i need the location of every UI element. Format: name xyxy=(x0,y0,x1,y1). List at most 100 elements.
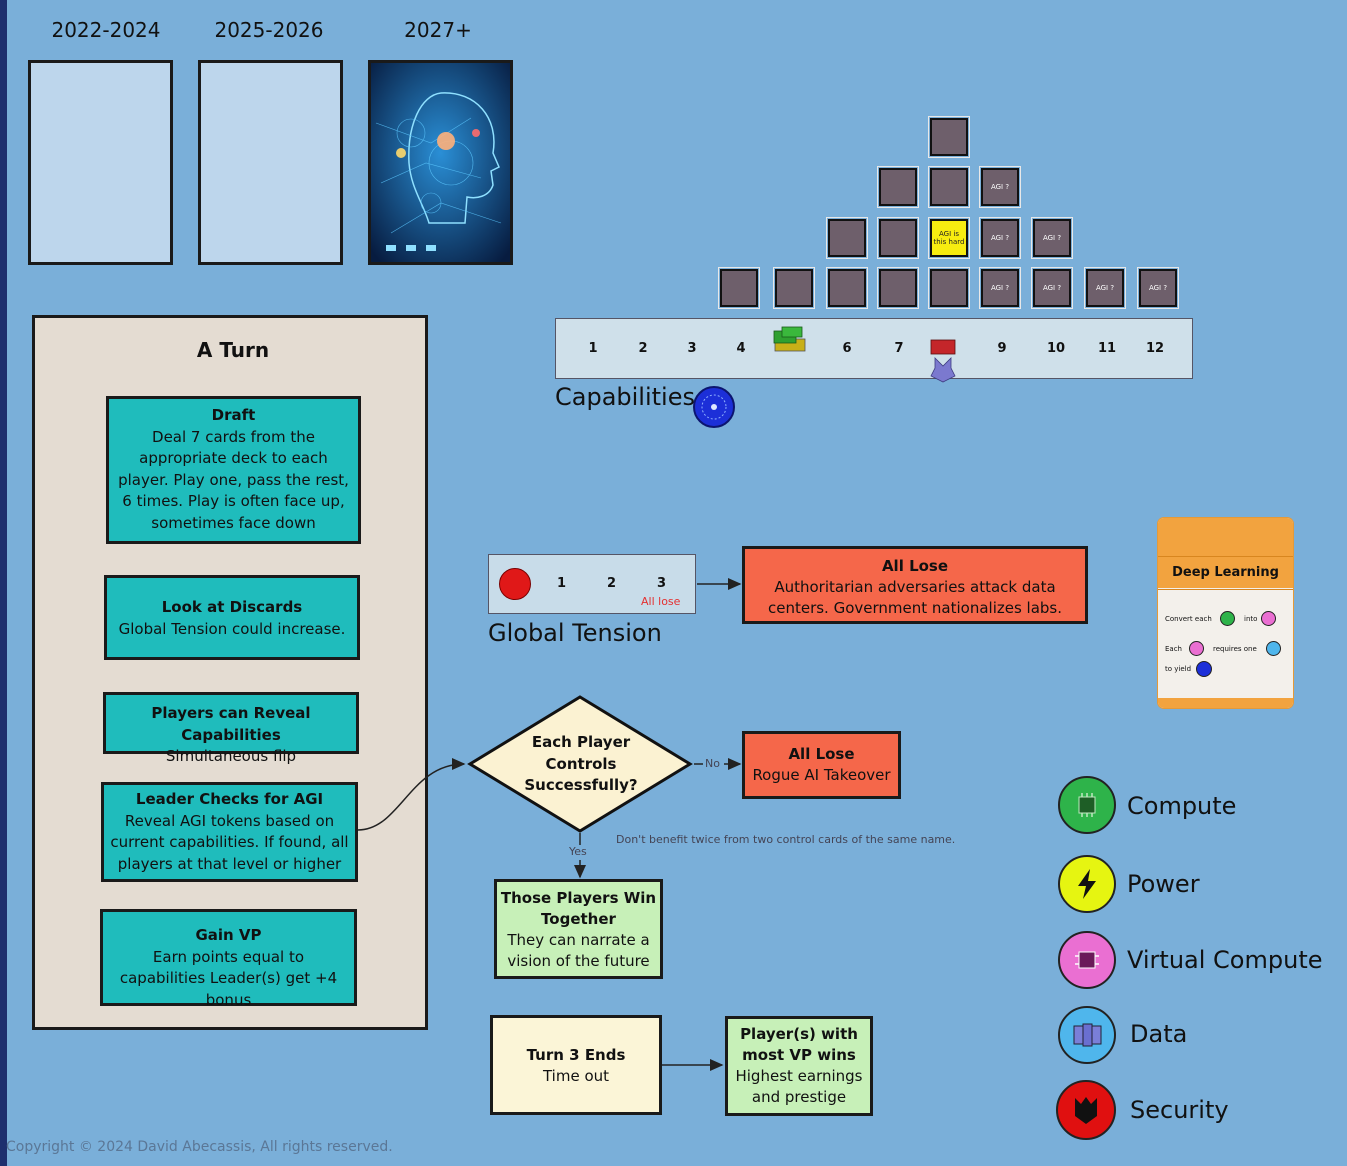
card-line1a: Convert each xyxy=(1165,615,1212,623)
card-compute-icon xyxy=(1220,611,1235,626)
chip-icon xyxy=(1058,776,1116,834)
card-title: Deep Learning xyxy=(1172,565,1279,580)
resource-virtual-compute-label: Virtual Compute xyxy=(1127,946,1323,974)
track-number: 1 xyxy=(588,341,598,356)
step-agi-check: Leader Checks for AGI Reveal AGI tokens … xyxy=(101,782,358,882)
yes-label: Yes xyxy=(569,845,587,858)
deep-learning-card[interactable]: Deep Learning Convert each into Each req… xyxy=(1158,518,1293,708)
control-note: Don't benefit twice from two control car… xyxy=(616,833,956,846)
win-together-box: Those Players Win Together They can narr… xyxy=(494,879,663,979)
tension-all-lose-box: All Lose Authoritarian adversaries attac… xyxy=(742,546,1088,624)
card-footer-band xyxy=(1158,698,1293,708)
player-markers-stack[interactable] xyxy=(772,325,808,357)
most-vp-title: Player(s) with most VP wins xyxy=(740,1025,858,1064)
shield-icon xyxy=(1056,1080,1116,1140)
tension-track: 1 2 3 All lose xyxy=(488,554,696,614)
deck-2022-2024[interactable] xyxy=(28,60,173,265)
turn-title: A Turn xyxy=(196,338,270,362)
virtual-chip-icon xyxy=(1058,931,1116,989)
pyramid-tile-agi[interactable]: AGI ? xyxy=(979,217,1021,259)
card-data-icon xyxy=(1266,641,1281,656)
rogue-lose-text: Rogue AI Takeover xyxy=(752,766,891,784)
player-marker-red[interactable] xyxy=(925,336,961,384)
step-reveal-text: Simultaneous flip xyxy=(165,747,297,765)
turn-3-text: Time out xyxy=(542,1067,610,1085)
server-icon xyxy=(1058,1006,1116,1064)
step-vp-title: Gain VP xyxy=(195,926,262,944)
lightning-icon xyxy=(1058,855,1116,913)
most-vp-text: Highest earnings and prestige xyxy=(735,1067,863,1106)
pyramid-tile-agi[interactable]: AGI ? xyxy=(979,166,1021,208)
step-draft: Draft Deal 7 cards from the appropriate … xyxy=(106,396,361,544)
track-number: 11 xyxy=(1097,341,1117,356)
most-vp-wins-box: Player(s) with most VP wins Highest earn… xyxy=(725,1016,873,1116)
pyramid-tile-agi[interactable]: AGI ? xyxy=(1084,267,1126,309)
step-reveal: Players can Reveal Capabilities Simultan… xyxy=(103,692,359,765)
pyramid-tile-agi[interactable]: AGI ? xyxy=(1137,267,1179,309)
card-line1b: into xyxy=(1244,615,1258,623)
decision-diamond xyxy=(467,695,693,833)
card-line2b: requires one xyxy=(1213,645,1257,653)
tension-lose-text: Authoritarian adversaries attack data ce… xyxy=(767,578,1063,617)
track-number: 7 xyxy=(894,341,904,356)
deck-2027-plus[interactable] xyxy=(368,60,513,265)
track-number: 6 xyxy=(842,341,852,356)
era-label-2022: 2022-2024 xyxy=(51,18,161,42)
era-label-2025: 2025-2026 xyxy=(214,18,324,42)
resource-data-label: Data xyxy=(1130,1020,1188,1048)
step-agi-title: Leader Checks for AGI xyxy=(135,790,324,808)
turn-3-ends-box: Turn 3 Ends Time out xyxy=(490,1015,662,1115)
pyramid-tile[interactable] xyxy=(928,267,970,309)
step-draft-title: Draft xyxy=(211,406,256,424)
step-vp-text: Earn points equal to capabilities Leader… xyxy=(119,947,338,1009)
win-together-text: They can narrate a vision of the future xyxy=(507,931,650,970)
decision-question: Each Player Controls Successfully? xyxy=(524,733,638,794)
tension-lose-tag: All lose xyxy=(641,595,681,608)
track-number: 4 xyxy=(736,341,746,356)
tension-lose-title: All Lose xyxy=(881,557,949,575)
pyramid-tile[interactable] xyxy=(877,217,919,259)
pyramid-tile[interactable] xyxy=(773,267,815,309)
pyramid-tile-agi[interactable]: AGI ? xyxy=(979,267,1021,309)
pyramid-tile[interactable] xyxy=(928,166,970,208)
rogue-lose-title: All Lose xyxy=(788,745,855,763)
pyramid-tile[interactable] xyxy=(718,267,760,309)
card-line2a: Each xyxy=(1165,645,1182,653)
pyramid-tile[interactable] xyxy=(877,166,919,208)
tension-number: 2 xyxy=(607,576,617,591)
tension-number: 1 xyxy=(557,576,567,591)
capabilities-token-icon[interactable] xyxy=(692,385,736,429)
turn-3-title: Turn 3 Ends xyxy=(526,1046,626,1064)
deck-2025-2026[interactable] xyxy=(198,60,343,265)
track-number: 2 xyxy=(638,341,648,356)
card-line3: to yield xyxy=(1165,665,1192,673)
card-virtual-compute-icon xyxy=(1261,611,1276,626)
track-number: 9 xyxy=(997,341,1007,356)
resource-security-label: Security xyxy=(1130,1096,1229,1124)
global-tension-label: Global Tension xyxy=(488,619,662,647)
step-draft-text: Deal 7 cards from the appropriate deck t… xyxy=(118,427,349,532)
left-edge-bar xyxy=(0,0,7,1166)
pyramid-tile[interactable] xyxy=(826,267,868,309)
card-capability-icon xyxy=(1196,661,1212,677)
pyramid-tile-agi-hard[interactable]: AGI is this hard xyxy=(928,217,970,259)
track-number: 10 xyxy=(1046,341,1066,356)
copyright-text: Copyright © 2024 David Abecassis, All ri… xyxy=(6,1139,393,1155)
capabilities-label: Capabilities xyxy=(555,383,695,411)
tension-marker[interactable] xyxy=(499,568,531,600)
tension-number: 3 xyxy=(657,576,667,591)
pyramid-tile[interactable] xyxy=(826,217,868,259)
pyramid-tile[interactable] xyxy=(928,116,970,158)
no-label: No xyxy=(705,757,720,770)
step-discards-text: Global Tension could increase. xyxy=(118,619,346,638)
pyramid-tile-agi[interactable]: AGI ? xyxy=(1031,267,1073,309)
step-discards-title: Look at Discards xyxy=(161,598,303,616)
step-gain-vp: Gain VP Earn points equal to capabilitie… xyxy=(100,909,357,1009)
ai-head-artwork xyxy=(371,63,510,262)
track-number: 3 xyxy=(687,341,697,356)
track-number: 12 xyxy=(1145,341,1165,356)
pyramid-tile[interactable] xyxy=(877,267,919,309)
resource-power-label: Power xyxy=(1127,870,1200,898)
pyramid-tile-agi[interactable]: AGI ? xyxy=(1031,217,1073,259)
